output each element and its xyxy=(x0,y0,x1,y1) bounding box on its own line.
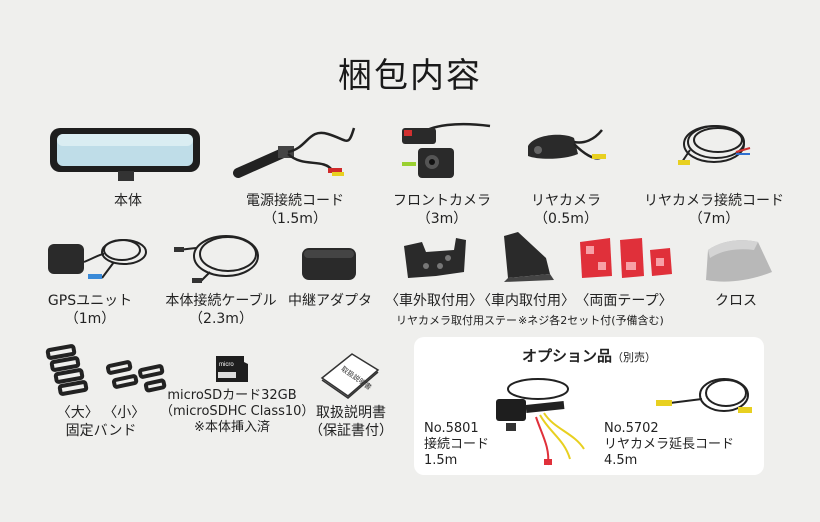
connection-cord-image xyxy=(496,378,585,466)
front-camera-name: フロントカメラ xyxy=(393,193,491,209)
rear-camera-name: リヤカメラ xyxy=(531,193,601,209)
body-cable-image xyxy=(174,235,259,283)
body-cable-label: 本体接続ケーブル （2.3m） xyxy=(156,292,286,328)
fixing-band-name: 固定バンド xyxy=(65,423,137,439)
microsd-card-image: micro xyxy=(216,356,248,382)
options-title-text: オプション品 xyxy=(521,347,612,365)
options-panel: オプション品（別売） No.5801 接続コード 1.5m No.5702 リヤ… xyxy=(414,337,764,475)
options-title: オプション品（別売） xyxy=(414,345,764,366)
double-tape-label: 〈両面テープ〉 xyxy=(575,293,673,309)
option1-length: 1.5m xyxy=(424,453,458,468)
manual-line2: （保証書付） xyxy=(309,423,393,439)
microsd-line3: ※本体挿入済 xyxy=(194,420,270,435)
power-cord-spec: （1.5m） xyxy=(263,211,327,227)
front-camera-label: フロントカメラ （3m） xyxy=(382,192,502,228)
front-camera-spec: （3m） xyxy=(416,211,468,227)
option1-no: No.5801 xyxy=(424,421,479,436)
microsd-line2: （microSDHC Class10） xyxy=(160,404,315,419)
double-tape-image xyxy=(580,238,672,278)
power-cord-label: 電源接続コード （1.5m） xyxy=(230,192,360,228)
mirror-monitor-image xyxy=(50,128,200,181)
rear-camera-spec: （0.5m） xyxy=(534,211,598,227)
microsd-line1: microSDカード32GB xyxy=(167,388,297,403)
rear-camera-cord-spec: （7m） xyxy=(688,211,740,227)
relay-adapter-image xyxy=(302,248,356,280)
screw-note: ※ネジ各2セット付(予備含む) xyxy=(518,314,664,327)
interior-stay-label: 〈車内取付用〉 xyxy=(477,293,575,309)
fixing-band-image xyxy=(45,344,167,396)
manual-line1: 取扱説明書 xyxy=(316,405,386,421)
rear-camera-label: リヤカメラ （0.5m） xyxy=(516,192,616,228)
power-cord-name: 電源接続コード xyxy=(246,193,344,209)
rear-camera-image xyxy=(528,129,606,160)
gps-unit-label: GPSユニット （1m） xyxy=(40,292,140,328)
option2-name: リヤカメラ延長コード xyxy=(604,437,735,452)
microsd-card-text: micro xyxy=(219,362,234,368)
body-cable-spec: （2.3m） xyxy=(189,311,253,327)
gps-unit-name: GPSユニット xyxy=(47,293,133,309)
rear-camera-cord-name: リヤカメラ接続コード xyxy=(644,193,784,209)
option1-label: No.5801 接続コード 1.5m xyxy=(424,421,489,469)
cloth-label: クロス xyxy=(715,293,757,309)
gps-unit-image xyxy=(48,239,147,279)
option2-no: No.5702 xyxy=(604,421,659,436)
rear-camera-cord-image xyxy=(678,125,751,165)
extension-cord-image xyxy=(656,378,752,413)
cloth-image xyxy=(706,240,772,282)
microsd-label: microSDカード32GB （microSDHC Class10） ※本体挿入… xyxy=(160,388,315,436)
exterior-stay-label: 〈車外取付用〉 xyxy=(385,293,483,309)
stay-note: リヤカメラ取付用ステー xyxy=(396,314,517,327)
power-cord-image xyxy=(233,127,356,178)
front-camera-image xyxy=(402,122,491,178)
rear-camera-cord-label: リヤカメラ接続コード （7m） xyxy=(624,192,804,228)
option2-label: No.5702 リヤカメラ延長コード 4.5m xyxy=(604,421,734,469)
gps-unit-spec: （1m） xyxy=(64,311,116,327)
fixing-band-sizes: 〈大〉 〈小〉 xyxy=(56,405,146,421)
manual-label: 取扱説明書 （保証書付） xyxy=(306,404,396,440)
body-label: 本体 xyxy=(114,193,142,209)
exterior-stay-image xyxy=(404,238,466,278)
interior-stay-image xyxy=(504,232,554,282)
option2-length: 4.5m xyxy=(604,453,638,468)
body-cable-name: 本体接続ケーブル xyxy=(165,293,277,309)
fixing-band-label: 〈大〉 〈小〉 固定バンド xyxy=(46,404,156,440)
options-title-note: （別売） xyxy=(612,351,656,364)
option1-name: 接続コード xyxy=(424,437,490,452)
manual-image: 取扱説明書 xyxy=(320,353,380,399)
relay-adapter-label: 中継アダプタ xyxy=(288,293,372,309)
page-title: 梱包内容 xyxy=(338,56,482,96)
